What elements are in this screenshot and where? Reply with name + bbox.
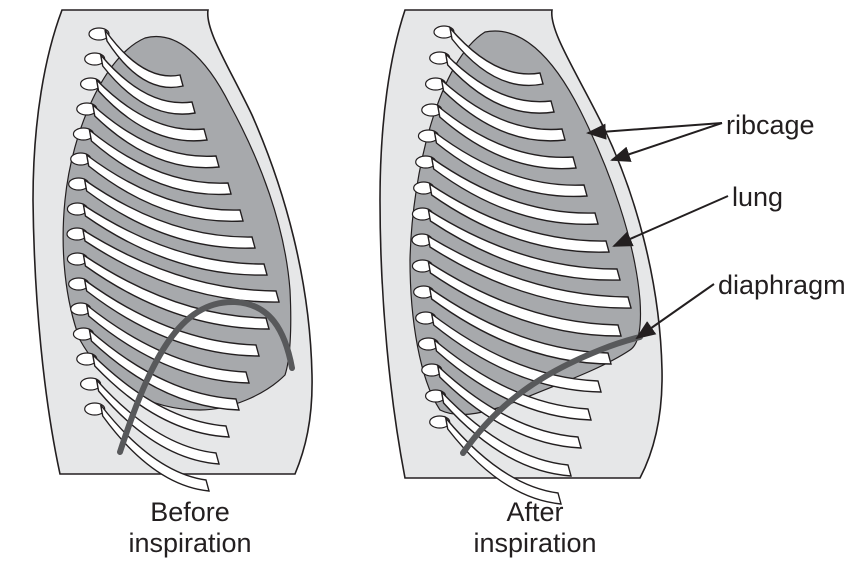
before-inspiration-panel [33,10,312,491]
caption-before-line-2: inspiration [80,528,300,559]
caption-before-line-1: Before [80,497,300,528]
lung-label: lung [732,182,783,213]
caption-after: After inspiration [425,497,645,559]
caption-after-line-2: inspiration [425,528,645,559]
caption-before: Before inspiration [80,497,300,559]
ribcage-arrow-2 [612,123,722,160]
ribcage-label: ribcage [726,110,815,141]
ribcage-arrow-1 [588,123,722,133]
after-inspiration-panel [380,10,662,504]
diaphragm-label: diaphragm [718,270,846,301]
caption-after-line-1: After [425,497,645,528]
